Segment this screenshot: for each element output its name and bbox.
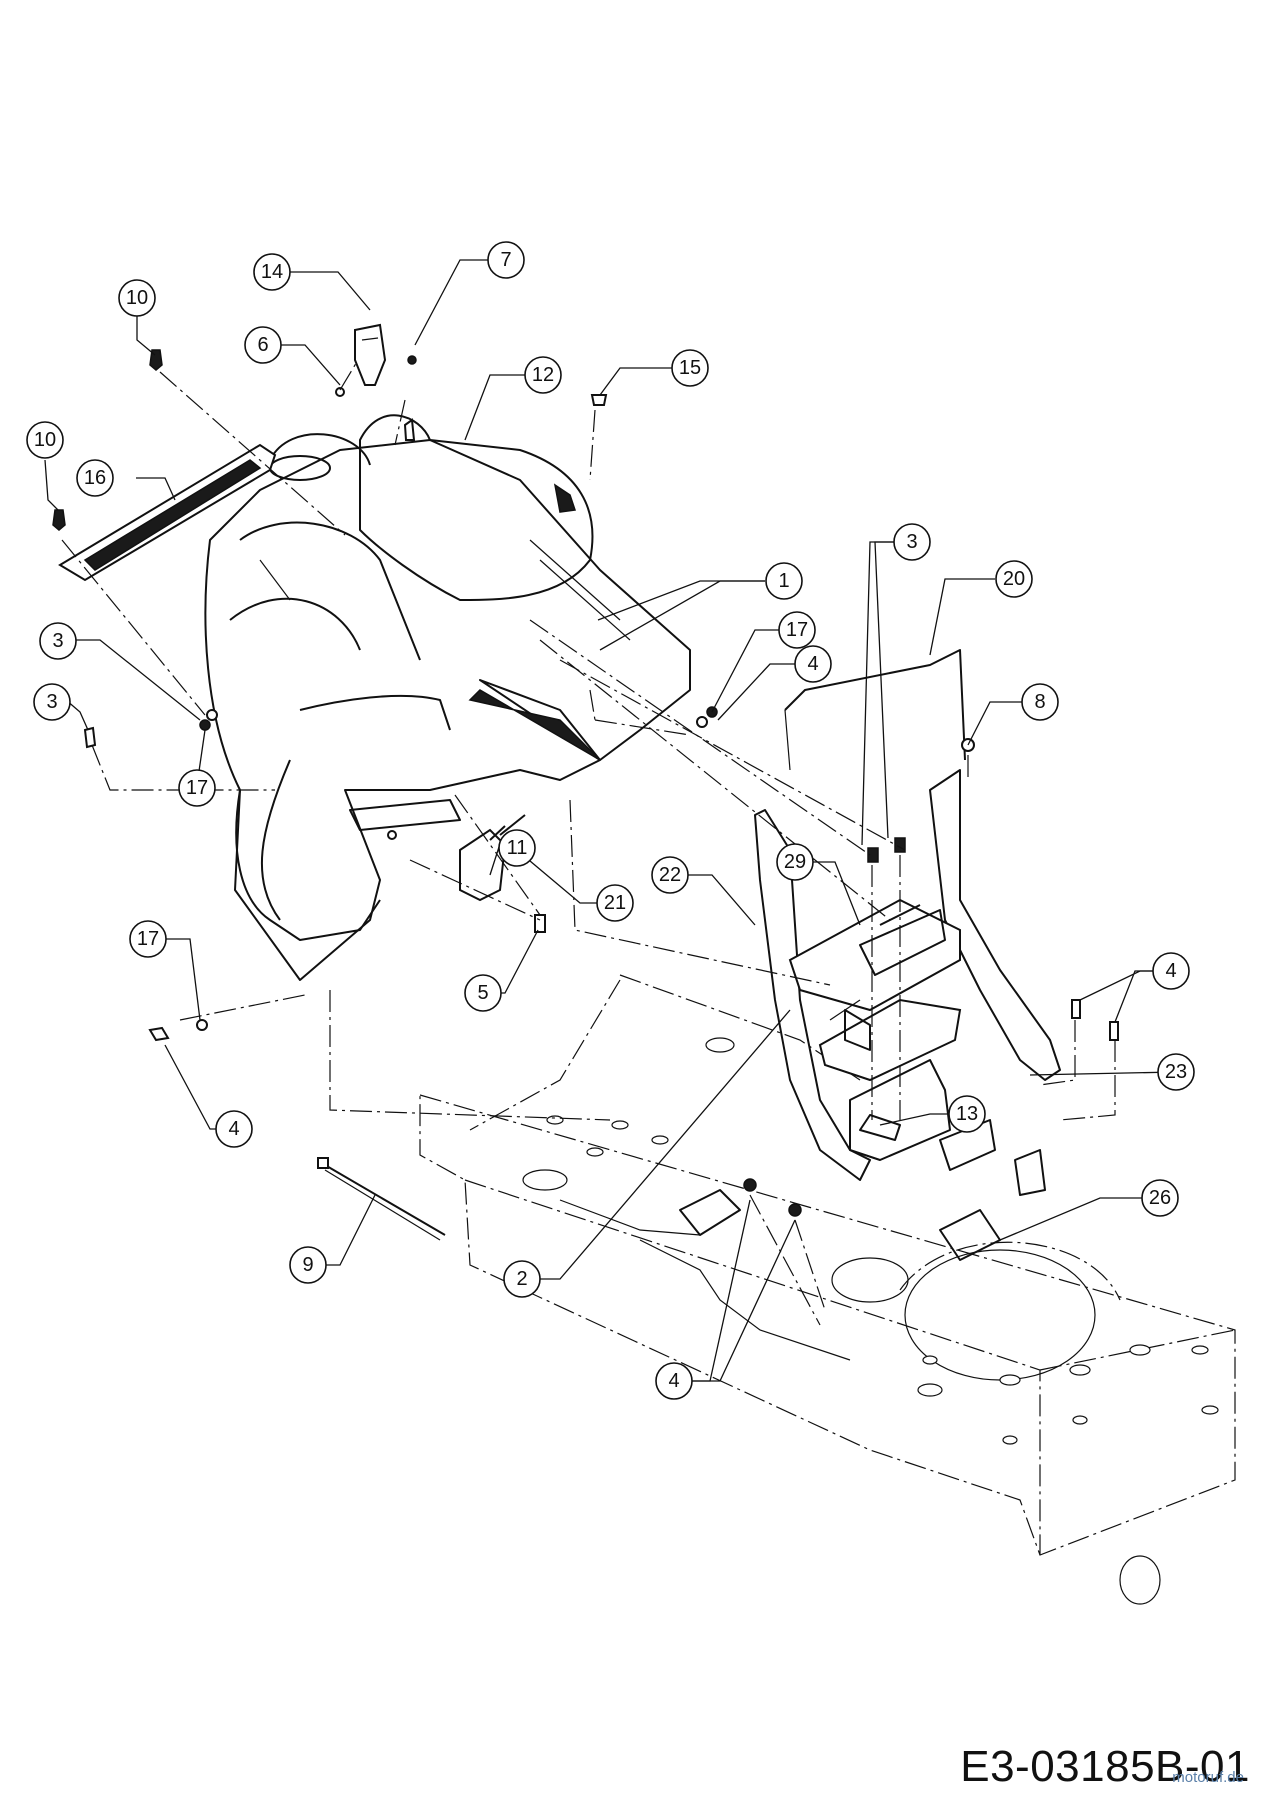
callout-11: 11 [498, 829, 536, 867]
svg-text:3: 3 [52, 630, 63, 652]
svg-text:21: 21 [604, 892, 626, 914]
svg-text:3: 3 [906, 531, 917, 553]
svg-text:20: 20 [1003, 568, 1025, 590]
callout-4-bottom: 4 [655, 1362, 693, 1400]
callout-22: 22 [651, 856, 689, 894]
callout-12: 12 [524, 356, 562, 394]
callout-3-lower-left: 3 [33, 683, 71, 721]
svg-text:17: 17 [786, 619, 808, 641]
alignment-lines [61, 359, 1116, 1326]
svg-text:9: 9 [302, 1254, 313, 1276]
svg-text:22: 22 [659, 864, 681, 886]
pedal-assembly [679, 1114, 1001, 1261]
svg-text:6: 6 [257, 334, 268, 356]
callout-15: 15 [671, 349, 709, 387]
callout-23: 23 [1157, 1053, 1195, 1091]
svg-text:16: 16 [84, 467, 106, 489]
callout-8: 8 [1021, 683, 1059, 721]
tie-wrap-9 [317, 1157, 446, 1241]
svg-text:17: 17 [137, 928, 159, 950]
callout-17-center: 17 [778, 611, 816, 649]
steering-support-frame [754, 769, 1061, 1196]
svg-text:1: 1 [778, 570, 789, 592]
svg-text:17: 17 [186, 777, 208, 799]
svg-text:7: 7 [500, 249, 511, 271]
hood-fender-assembly [204, 414, 691, 981]
callout-17-left: 17 [178, 769, 216, 807]
callout-14: 14 [253, 253, 291, 291]
svg-text:4: 4 [668, 1370, 679, 1392]
svg-text:4: 4 [1165, 960, 1176, 982]
chassis-frame [419, 974, 1236, 1605]
callout-6: 6 [244, 326, 282, 364]
callout-26: 26 [1141, 1179, 1179, 1217]
drawing-number: E3-03185B-01 [960, 1742, 1250, 1791]
callout-5: 5 [464, 974, 502, 1012]
svg-text:4: 4 [228, 1118, 239, 1140]
callout-3-upper-left: 3 [39, 622, 77, 660]
svg-text:29: 29 [784, 851, 806, 873]
fasteners [52, 349, 1119, 1217]
svg-text:10: 10 [126, 287, 148, 309]
grille-mesh [58, 443, 277, 582]
callout-16: 16 [76, 459, 114, 497]
callout-9: 9 [289, 1246, 327, 1284]
svg-text:5: 5 [477, 982, 488, 1004]
bracket-14 [354, 323, 387, 386]
svg-text:13: 13 [956, 1103, 978, 1125]
callout-21: 21 [596, 884, 634, 922]
callout-7: 7 [487, 241, 525, 279]
svg-text:11: 11 [507, 837, 528, 859]
callout-4-center: 4 [794, 645, 832, 683]
svg-text:14: 14 [261, 261, 283, 283]
callout-20: 20 [995, 560, 1033, 598]
callout-4-lower-left: 4 [215, 1110, 253, 1148]
watermark-logo: motoruf.de [1172, 1769, 1244, 1786]
callout-1: 1 [765, 562, 803, 600]
callout-10-left: 10 [26, 421, 64, 459]
leader-lines [44, 259, 1177, 1382]
svg-text:23: 23 [1165, 1061, 1187, 1083]
callout-2: 2 [503, 1260, 541, 1298]
callout-13: 13 [948, 1095, 986, 1133]
svg-text:8: 8 [1034, 691, 1045, 713]
wire-20 [784, 649, 966, 771]
bracket-11 [459, 814, 526, 902]
svg-text:4: 4 [807, 653, 818, 675]
svg-text:3: 3 [46, 691, 57, 713]
callout-29: 29 [776, 843, 814, 881]
svg-text:26: 26 [1149, 1187, 1171, 1209]
svg-text:2: 2 [516, 1268, 527, 1290]
svg-text:10: 10 [34, 429, 56, 451]
callout-4-right: 4 [1152, 952, 1190, 990]
callout-10-top: 10 [118, 279, 156, 317]
callout-3-right: 3 [893, 523, 931, 561]
svg-text:15: 15 [679, 357, 701, 379]
svg-text:12: 12 [532, 364, 554, 386]
callout-17-lower-left: 17 [129, 920, 167, 958]
